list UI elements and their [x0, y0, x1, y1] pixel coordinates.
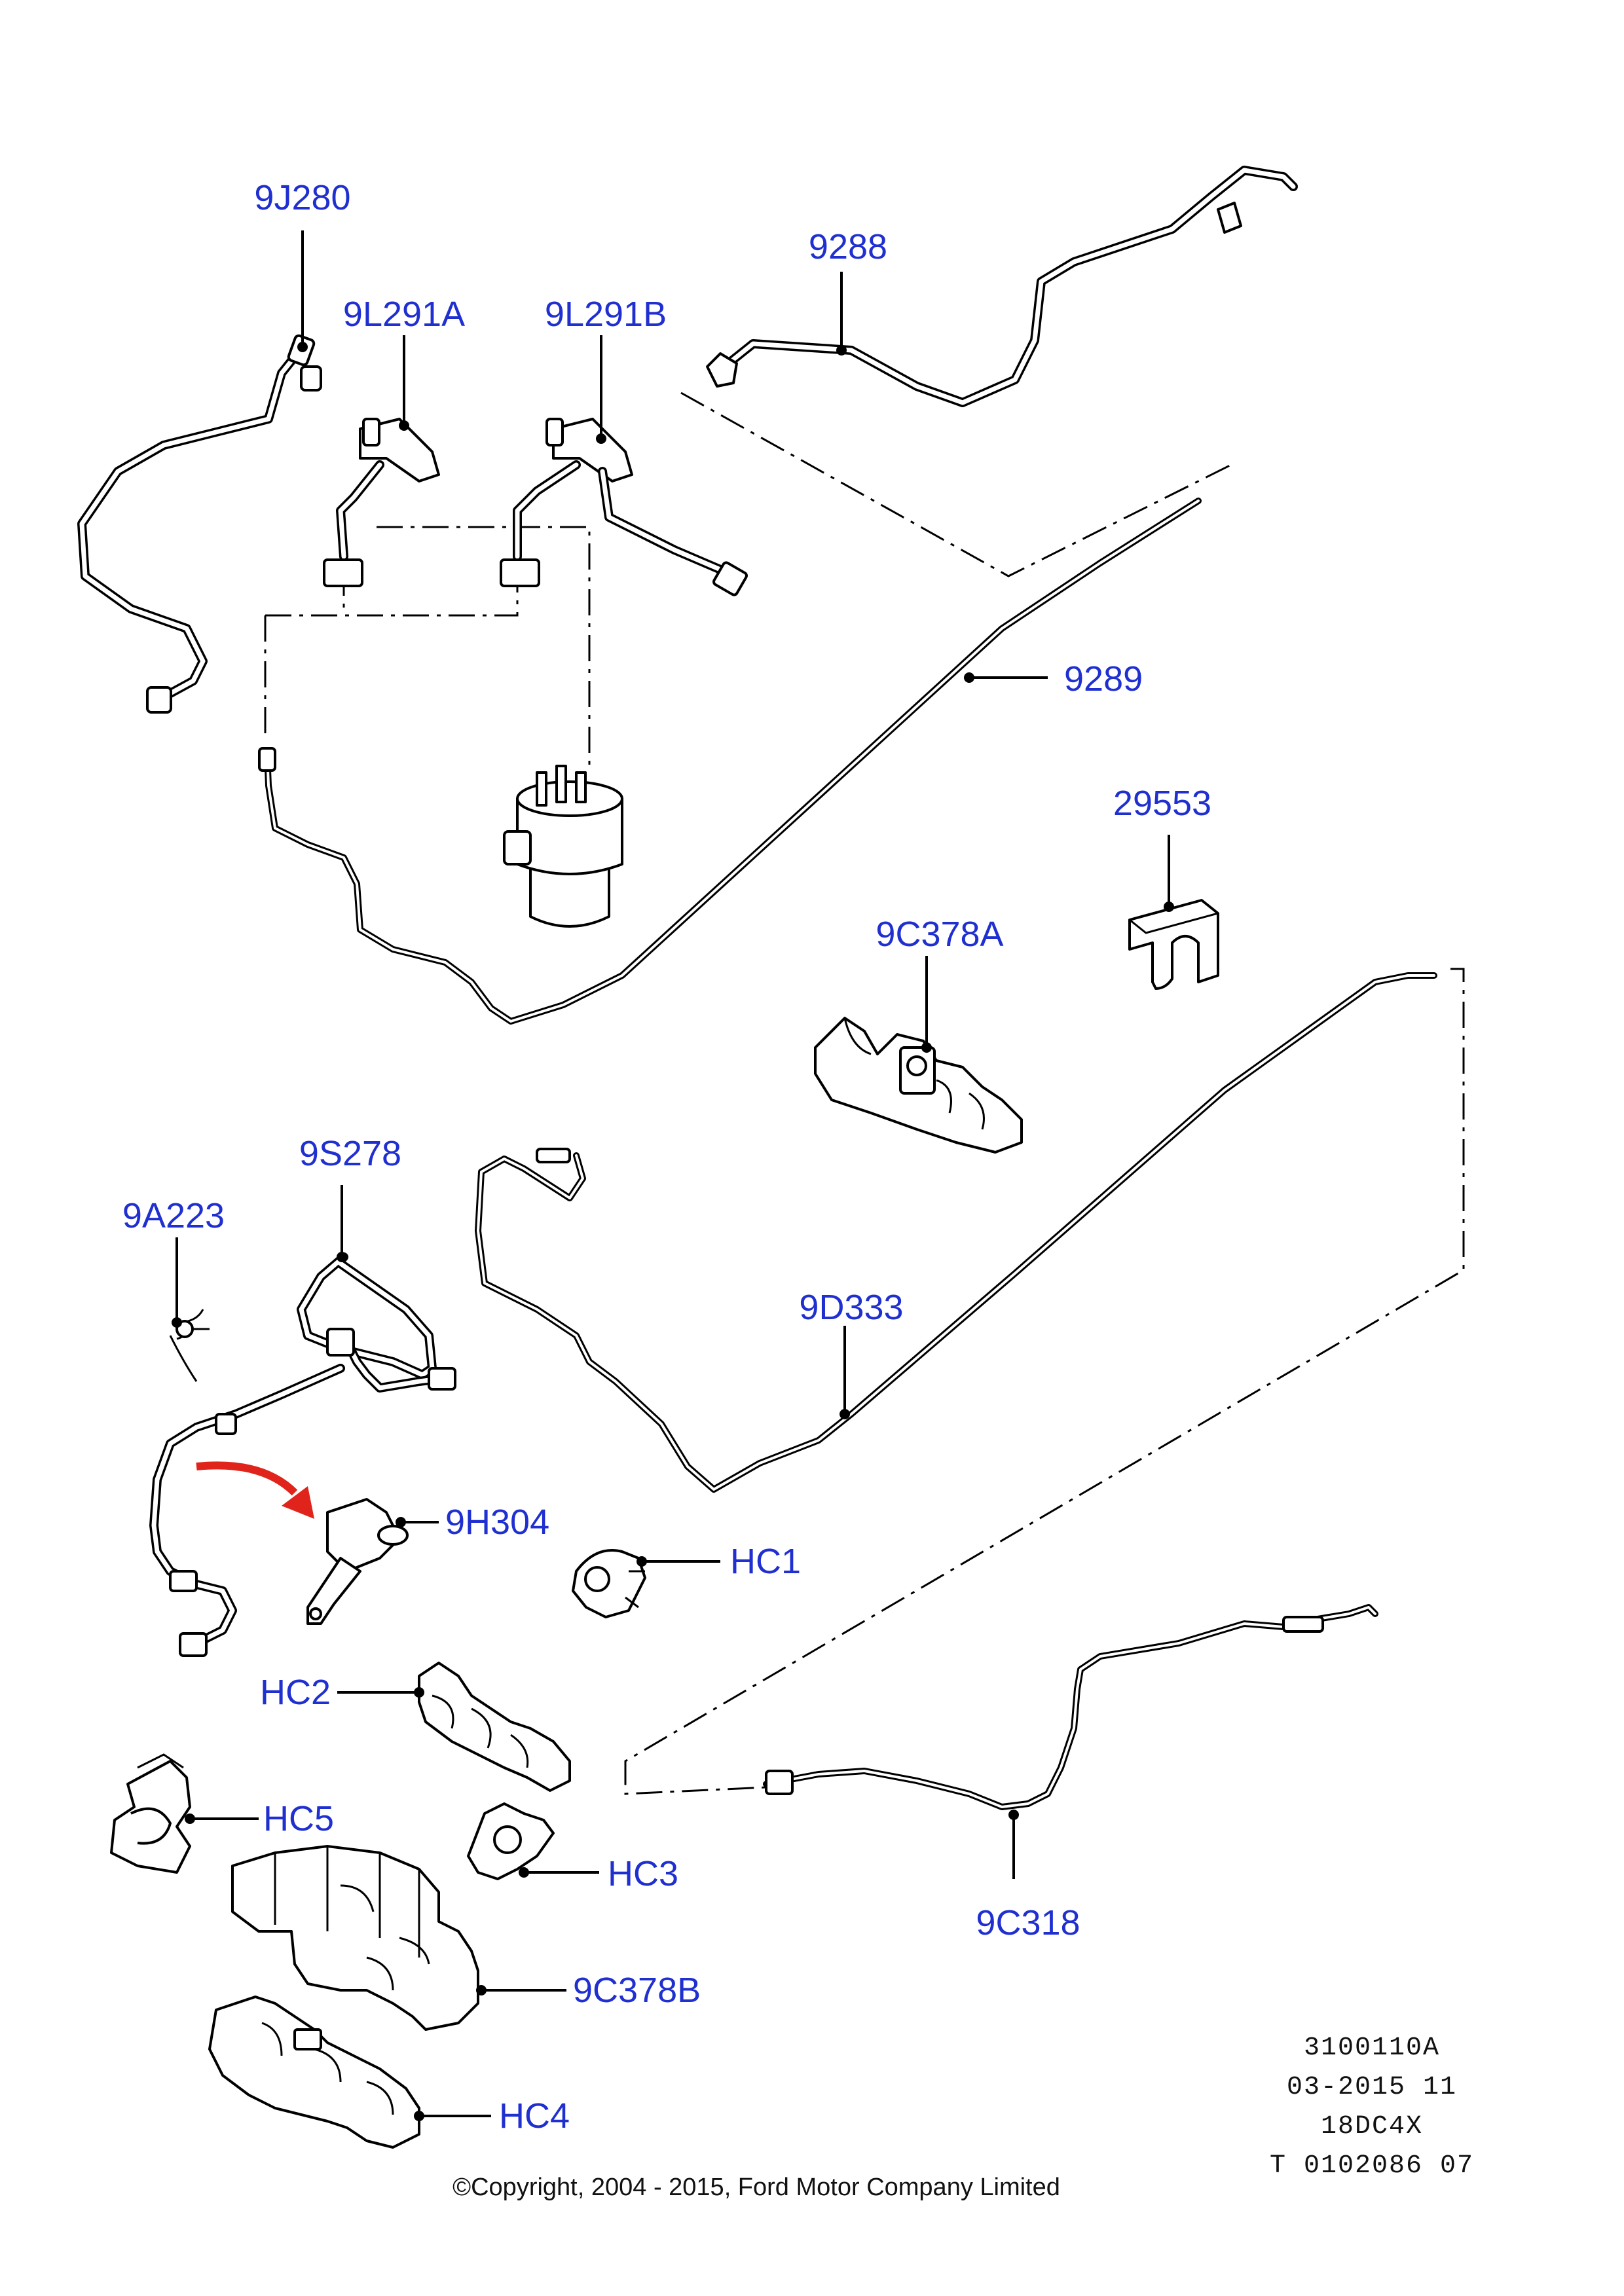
- label-HC1: HC1: [730, 1542, 801, 1581]
- label-9289: 9289: [1064, 659, 1143, 699]
- reference-line-4: T 0102086 07: [1270, 2151, 1474, 2181]
- fuel-hose-9L291B: [500, 418, 748, 596]
- label-9C378B: 9C378B: [573, 1971, 701, 2010]
- reference-block: 3100110A 03-2015 11 18DC4X T 0102086 07: [1270, 2033, 1474, 2181]
- label-9C318: 9C318: [976, 1903, 1080, 1942]
- fuel-line-9D333: [475, 972, 1437, 1493]
- copyright-notice: ©Copyright, 2004 - 2015, Ford Motor Comp…: [452, 2174, 1060, 2201]
- label-9288: 9288: [809, 227, 887, 266]
- fuel-line-9288: [706, 166, 1298, 407]
- label-9H304: 9H304: [445, 1503, 549, 1542]
- part-labels: 9J280 9L291A 9L291B 9288 9289 29553 9C37…: [122, 178, 1211, 2136]
- clip-HC1: [572, 1549, 646, 1618]
- reference-line-1: 3100110A: [1304, 2033, 1440, 2063]
- fuel-line-9C318: [763, 1604, 1378, 1810]
- clip-HC5: [110, 1753, 191, 1874]
- label-29553: 29553: [1113, 784, 1211, 823]
- fuel-line-9S278: [149, 1252, 456, 1657]
- pipe-9J280: [77, 334, 322, 714]
- label-9L291B: 9L291B: [545, 295, 667, 334]
- clip-9C378B: [231, 1845, 479, 2031]
- red-arrow-indicator: [196, 1461, 314, 1519]
- leader-lines: [172, 230, 1174, 2121]
- clip-HC3: [467, 1802, 555, 1880]
- reference-line-3: 18DC4X: [1321, 2112, 1423, 2141]
- label-9A223: 9A223: [122, 1196, 225, 1235]
- label-9S278: 9S278: [299, 1134, 401, 1173]
- bracket-9H304: [306, 1498, 409, 1625]
- label-9L291A: 9L291A: [343, 295, 465, 334]
- label-9D333: 9D333: [799, 1288, 903, 1327]
- label-9J280: 9J280: [254, 178, 350, 217]
- label-HC3: HC3: [608, 1854, 678, 1893]
- clip-29553: [1128, 899, 1219, 990]
- clip-HC4: [208, 1995, 420, 2149]
- reference-line-2: 03-2015 11: [1287, 2073, 1457, 2102]
- clip-9C378A: [814, 1017, 1023, 1154]
- clip-HC2: [418, 1662, 571, 1792]
- label-HC2: HC2: [260, 1673, 331, 1712]
- fuel-filter-housing: [503, 765, 623, 928]
- label-HC5: HC5: [263, 1799, 334, 1838]
- label-HC4: HC4: [499, 2096, 570, 2136]
- label-9C378A: 9C378A: [876, 915, 1003, 954]
- fuel-hose-9L291A: [323, 418, 440, 587]
- fuel-line-9289: [258, 498, 1202, 1025]
